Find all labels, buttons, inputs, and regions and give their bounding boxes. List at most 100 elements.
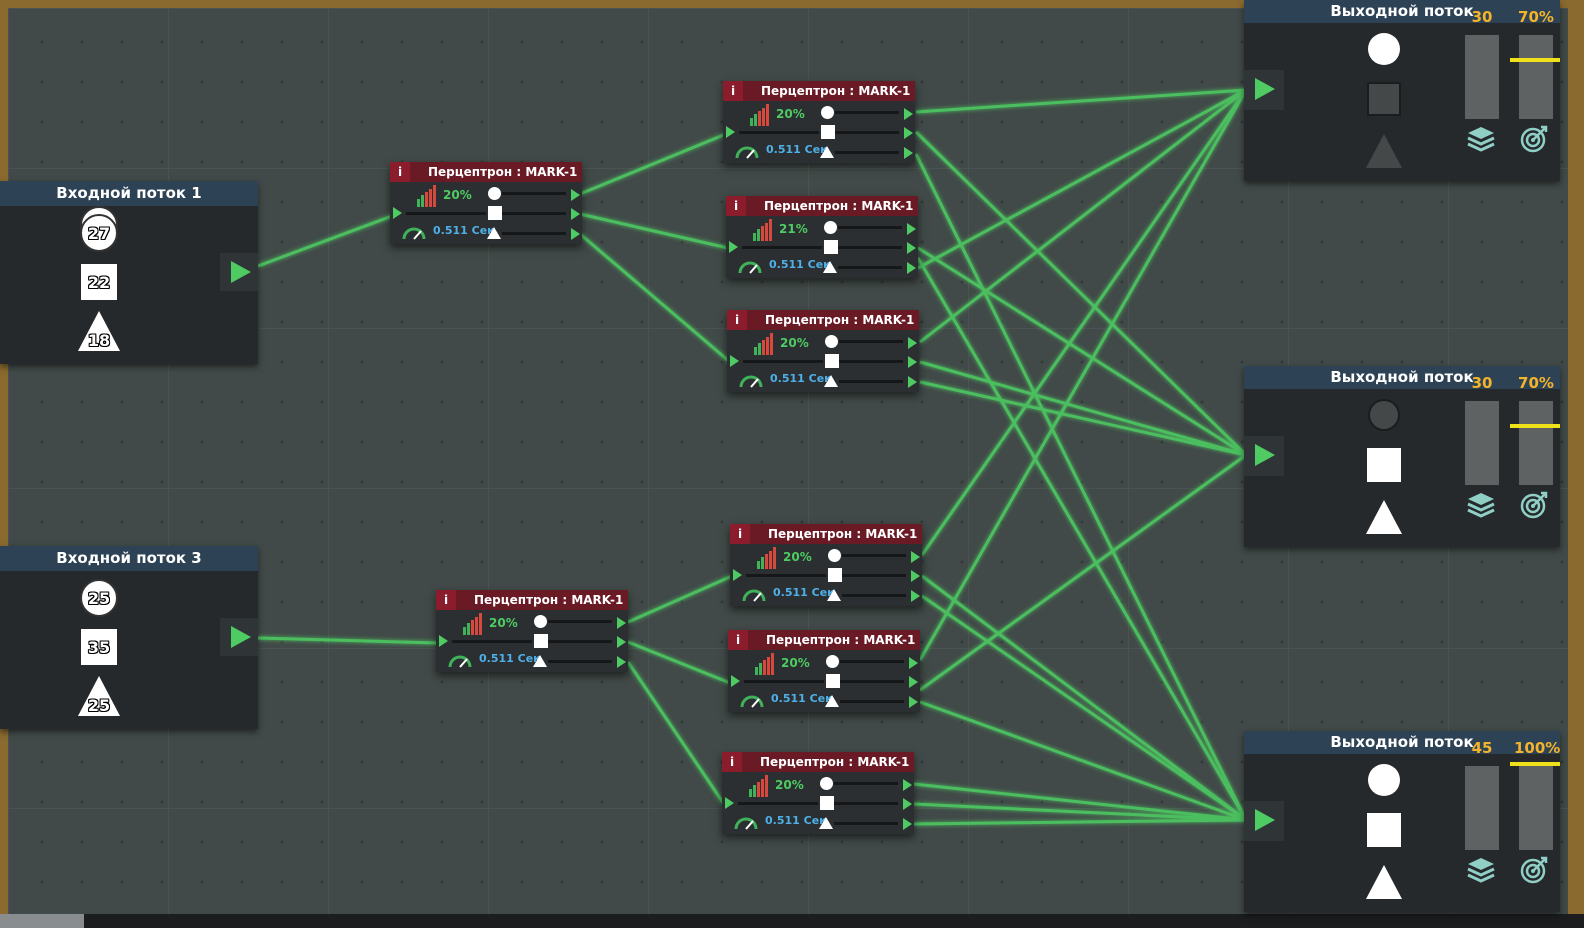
- triangle-weight-track[interactable]: [835, 151, 899, 154]
- target-icon[interactable]: [1519, 490, 1549, 520]
- output-stream-2[interactable]: Выходной поток 30 70%: [1244, 366, 1560, 547]
- circle-weight-track[interactable]: [502, 192, 566, 195]
- output-input-port[interactable]: [1244, 801, 1284, 841]
- perceptron-input-port[interactable]: [390, 204, 404, 222]
- square-weight-track[interactable]: [838, 246, 902, 249]
- perceptron-input-port[interactable]: [726, 238, 740, 256]
- circle-weight-track[interactable]: [548, 620, 612, 623]
- perceptron-node[interactable]: i Перцептрон : MARK-1 21%: [726, 196, 918, 278]
- perceptron-header[interactable]: i Перцептрон : MARK-1: [390, 162, 582, 182]
- accuracy-gauge: [1519, 401, 1553, 485]
- perceptron-node[interactable]: i Перцептрон : MARK-1 20%: [727, 310, 919, 392]
- circle-weight-track[interactable]: [835, 111, 899, 114]
- perceptron-input-port[interactable]: [730, 566, 744, 584]
- triangle-weight-track[interactable]: [839, 380, 903, 383]
- perceptron-input-port[interactable]: [727, 352, 741, 370]
- triangle-weight-track[interactable]: [842, 594, 906, 597]
- circle-weight-track[interactable]: [839, 340, 903, 343]
- perceptron-node[interactable]: i Перцептрон : MARK-1 20%: [722, 752, 914, 834]
- input-output-port[interactable]: [220, 618, 258, 656]
- perceptron-node[interactable]: i Перцептрон : MARK-1 20%: [728, 630, 920, 712]
- info-button[interactable]: i: [390, 162, 410, 182]
- perceptron-header[interactable]: i Перцептрон : MARK-1: [727, 310, 919, 330]
- circle-weight-track[interactable]: [842, 554, 906, 557]
- target-icon[interactable]: [1519, 124, 1549, 154]
- perceptron-input-port[interactable]: [722, 794, 736, 812]
- triangle-output-port[interactable]: [568, 225, 582, 243]
- square-output-port[interactable]: [908, 567, 922, 585]
- square-weight-track[interactable]: [502, 212, 566, 215]
- square-weight-track[interactable]: [835, 131, 899, 134]
- input-stream-1[interactable]: Входной поток 1 27 22 18: [0, 181, 258, 364]
- info-button[interactable]: i: [730, 524, 750, 544]
- triangle-weight-track[interactable]: [502, 232, 566, 235]
- info-button[interactable]: i: [722, 752, 742, 772]
- output-stream-1[interactable]: Выходной поток 30 70%: [1244, 0, 1560, 181]
- output-input-port[interactable]: [1244, 70, 1284, 110]
- circle-output-port[interactable]: [614, 614, 628, 632]
- layers-icon[interactable]: [1466, 855, 1496, 885]
- input-stream-3[interactable]: Входной поток 3 25 35 25: [0, 546, 258, 729]
- square-weight-track[interactable]: [839, 360, 903, 363]
- perceptron-node[interactable]: i Перцептрон : MARK-1 20%: [730, 524, 922, 606]
- perceptron-node[interactable]: i Перцептрон : MARK-1 20%: [436, 590, 628, 672]
- circle-output-port[interactable]: [906, 654, 920, 672]
- circle-output-port[interactable]: [904, 220, 918, 238]
- info-button[interactable]: i: [726, 196, 746, 216]
- triangle-output-port[interactable]: [906, 693, 920, 711]
- perceptron-input-port[interactable]: [723, 123, 737, 141]
- output-input-port[interactable]: [1244, 436, 1284, 476]
- square-weight-track[interactable]: [548, 640, 612, 643]
- square-weight-track[interactable]: [840, 680, 904, 683]
- target-icon[interactable]: [1519, 855, 1549, 885]
- perceptron-title: Перцептрон : MARK-1: [766, 633, 916, 647]
- triangle-output-port[interactable]: [904, 259, 918, 277]
- triangle-output-port[interactable]: [614, 653, 628, 671]
- output-stream-3[interactable]: Выходной поток 45 100%: [1244, 731, 1560, 912]
- circle-output-port[interactable]: [905, 334, 919, 352]
- perceptron-input-port[interactable]: [728, 672, 742, 690]
- perceptron-header[interactable]: i Перцептрон : MARK-1: [726, 196, 918, 216]
- square-weight-track[interactable]: [842, 574, 906, 577]
- square-output-port[interactable]: [900, 795, 914, 813]
- input-output-port[interactable]: [220, 253, 258, 291]
- output-circle-indicator: [1368, 33, 1400, 65]
- perceptron-time: 0.511 Сек: [433, 224, 495, 237]
- circle-output-port[interactable]: [900, 776, 914, 794]
- circle-output-port[interactable]: [568, 186, 582, 204]
- perceptron-input-port[interactable]: [436, 632, 450, 650]
- triangle-weight-track[interactable]: [840, 700, 904, 703]
- triangle-output-port[interactable]: [908, 587, 922, 605]
- circle-weight-track[interactable]: [838, 226, 902, 229]
- circle-weight-track[interactable]: [834, 782, 898, 785]
- triangle-weight-track[interactable]: [838, 266, 902, 269]
- square-output-port[interactable]: [905, 353, 919, 371]
- circle-output-port[interactable]: [901, 105, 915, 123]
- perceptron-header[interactable]: i Перцептрон : MARK-1: [436, 590, 628, 610]
- perceptron-header[interactable]: i Перцептрон : MARK-1: [722, 752, 914, 772]
- layers-icon[interactable]: [1466, 124, 1496, 154]
- square-output-port[interactable]: [568, 205, 582, 223]
- info-button[interactable]: i: [727, 310, 747, 330]
- info-button[interactable]: i: [723, 81, 743, 101]
- triangle-weight-track[interactable]: [834, 822, 898, 825]
- perceptron-node[interactable]: i Перцептрон : MARK-1 20%: [723, 81, 915, 163]
- perceptron-header[interactable]: i Перцептрон : MARK-1: [730, 524, 922, 544]
- square-output-port[interactable]: [901, 124, 915, 142]
- perceptron-header[interactable]: i Перцептрон : MARK-1: [723, 81, 915, 101]
- triangle-output-port[interactable]: [905, 373, 919, 391]
- triangle-output-port[interactable]: [901, 144, 915, 162]
- circle-weight-track[interactable]: [840, 660, 904, 663]
- info-button[interactable]: i: [436, 590, 456, 610]
- perceptron-header[interactable]: i Перцептрон : MARK-1: [728, 630, 920, 650]
- square-output-port[interactable]: [906, 673, 920, 691]
- square-weight-track[interactable]: [834, 802, 898, 805]
- layers-icon[interactable]: [1466, 490, 1496, 520]
- triangle-weight-track[interactable]: [548, 660, 612, 663]
- square-output-port[interactable]: [614, 633, 628, 651]
- square-output-port[interactable]: [904, 239, 918, 257]
- perceptron-node[interactable]: i Перцептрон : MARK-1 20%: [390, 162, 582, 244]
- info-button[interactable]: i: [728, 630, 748, 650]
- triangle-output-port[interactable]: [900, 815, 914, 833]
- circle-output-port[interactable]: [908, 548, 922, 566]
